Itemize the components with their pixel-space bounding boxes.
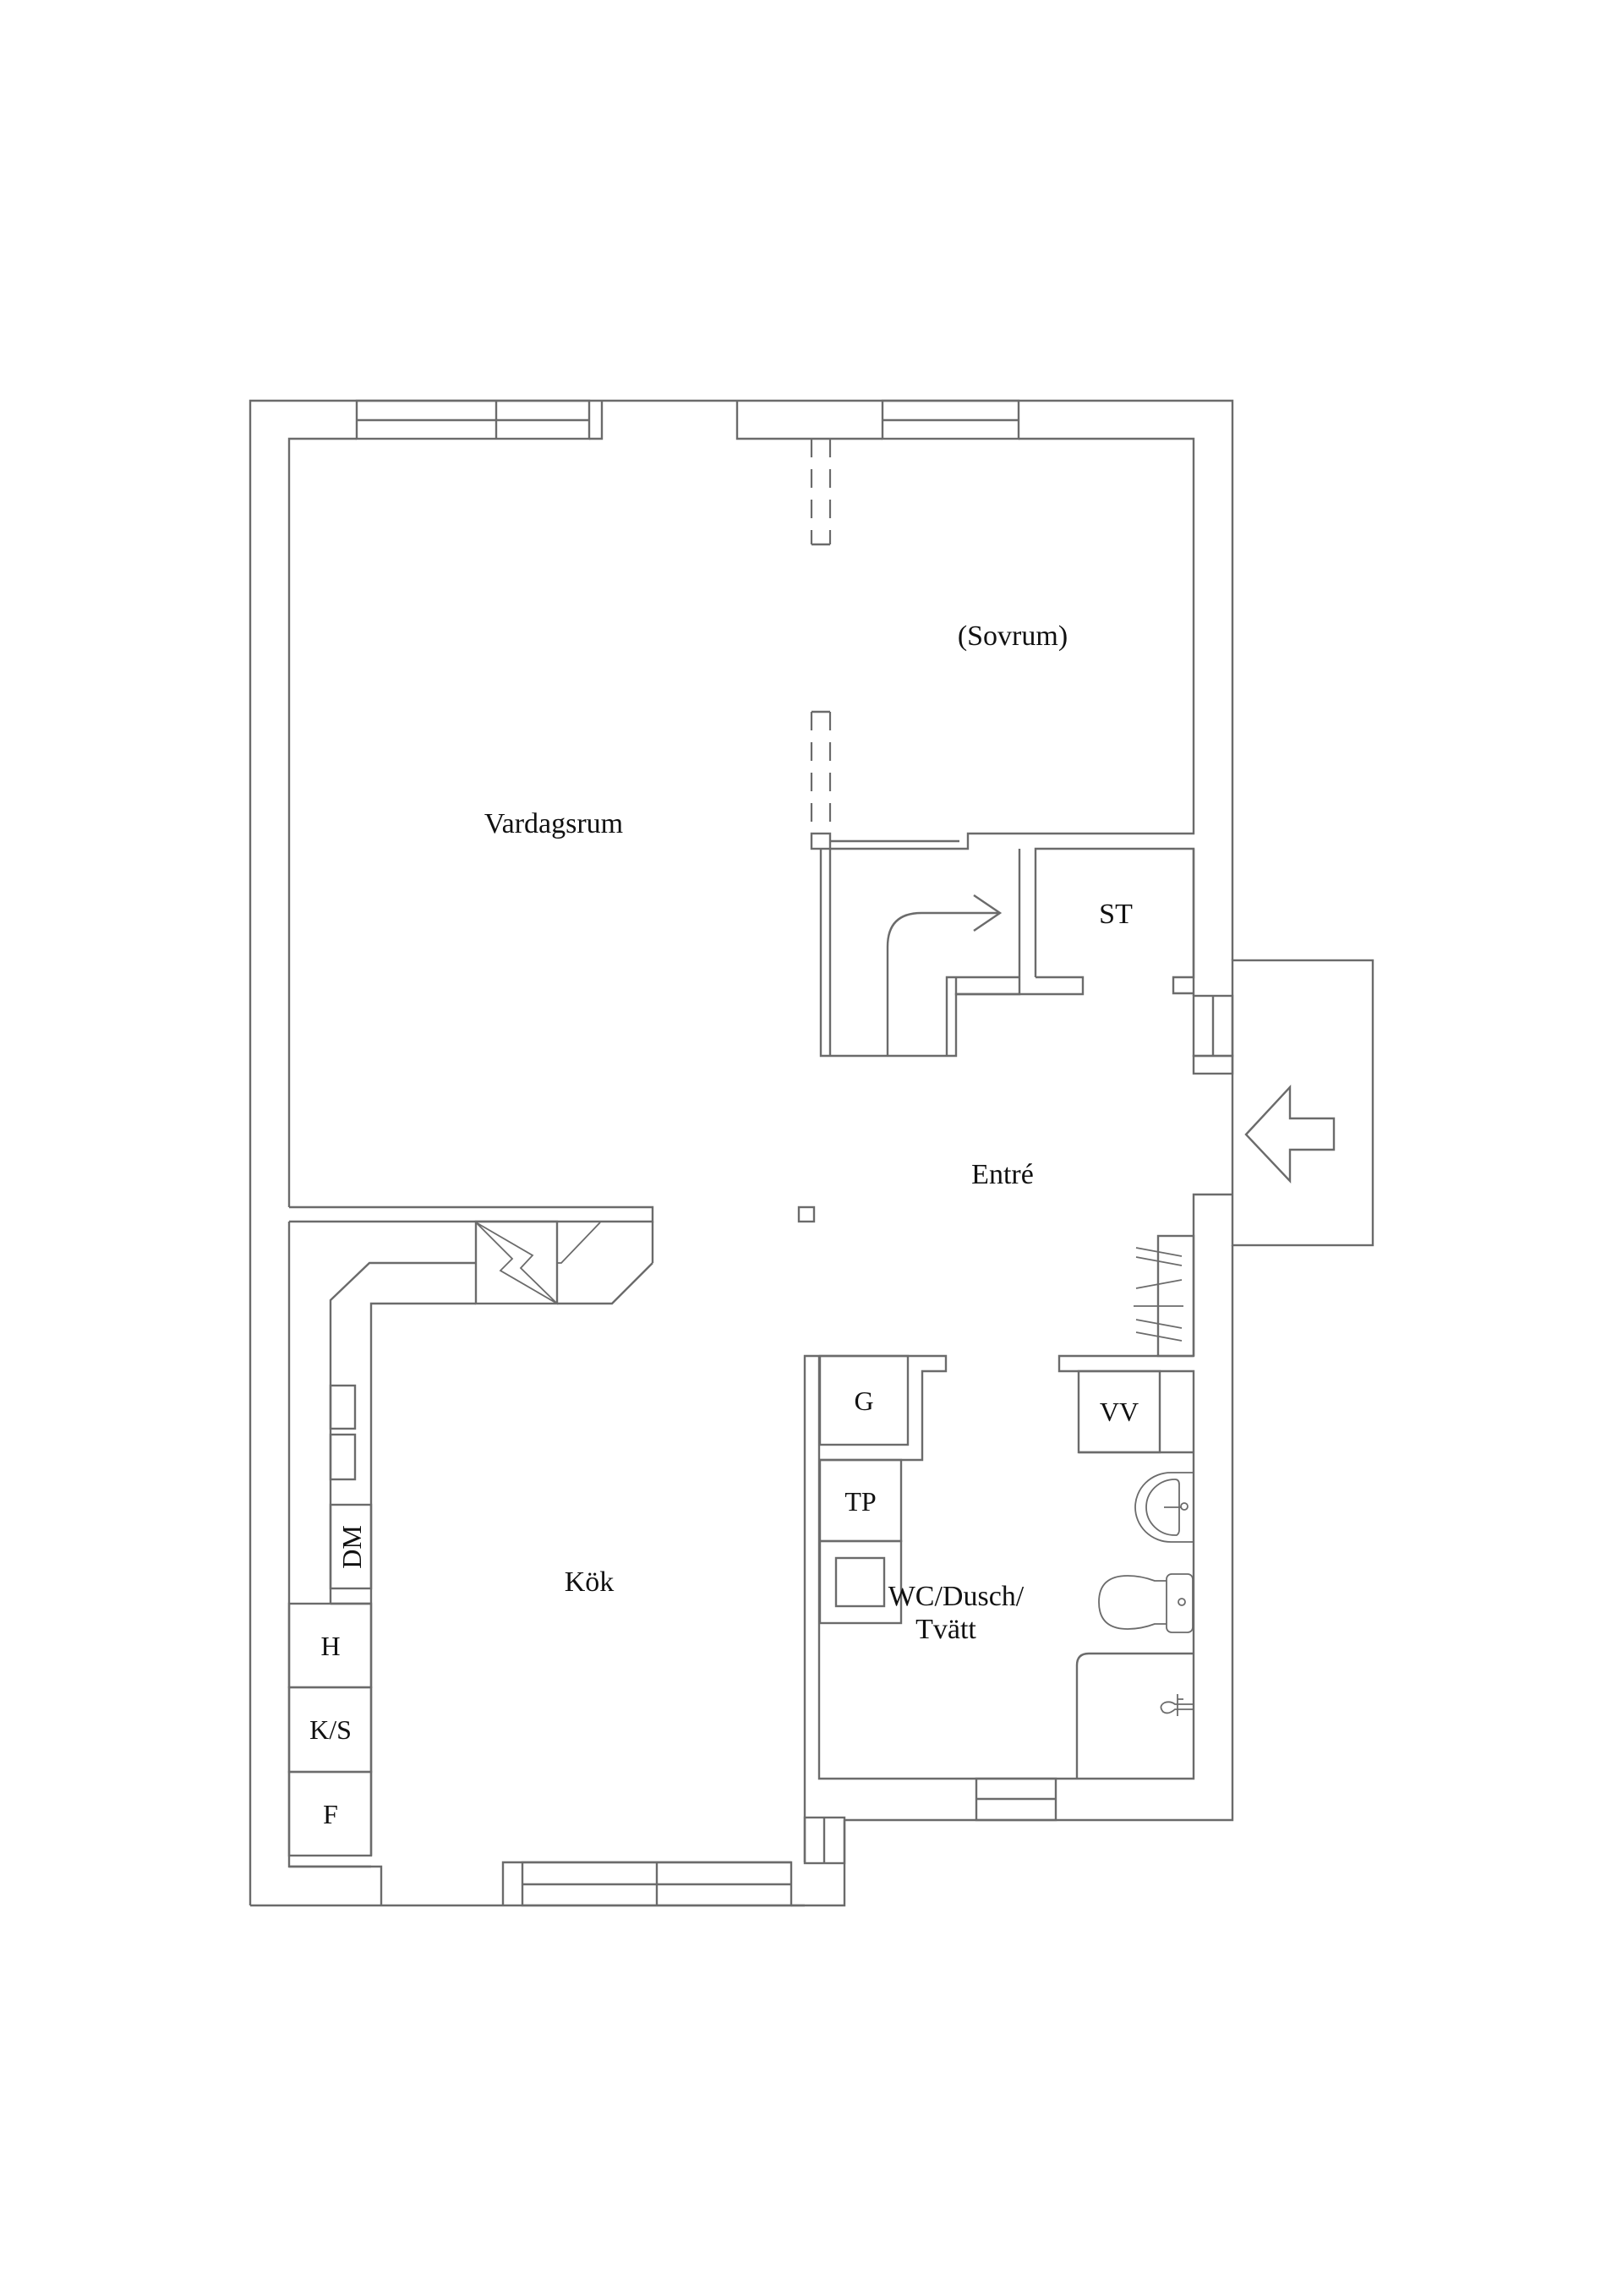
window-top-right [881,399,1020,440]
window-bottom-kitchen [501,1820,846,1907]
wardrobe [1134,1234,1195,1358]
appliance-column: H K/S F [287,1602,373,1868]
f-label: F [323,1799,338,1829]
storage-closet [954,847,1195,996]
h-label: H [320,1631,340,1661]
bathroom-label-line2: Tvätt [915,1614,976,1645]
g-box [818,1354,910,1446]
outer-walls [249,399,1234,1907]
sink-icon [1134,1472,1194,1543]
entrance-arrow-icon [1244,1084,1336,1184]
bathroom-label-line1: WC/Dusch/ [888,1581,1025,1612]
stove-lightning-icon [475,1222,558,1304]
bathroom: G TP VV WC/Dusch/ Tvät [803,1354,1195,1865]
kok-label: Kök [565,1566,615,1598]
dishwasher: DM [329,1503,373,1605]
vv-label: VV [1100,1397,1139,1427]
ks-label: K/S [309,1714,352,1745]
sovrum-label: (Sovrum) [958,620,1068,652]
window-bathroom [975,1777,1057,1822]
entrance [1192,849,1374,1356]
partition-dashed [810,439,959,850]
staircase-arrow-icon [886,894,1003,1056]
shower-icon [1075,1652,1194,1779]
vardagsrum-label: Vardagsrum [484,808,623,839]
window-top-left [355,399,591,440]
tp-label: TP [844,1486,876,1517]
column [797,1205,816,1223]
entre-label: Entré [971,1159,1034,1190]
staircase [819,849,1021,1058]
toilet-icon [1098,1573,1194,1633]
st-label: ST [1099,899,1133,930]
washer [818,1539,903,1625]
g-label: G [854,1386,873,1416]
dm-label: DM [336,1525,367,1569]
